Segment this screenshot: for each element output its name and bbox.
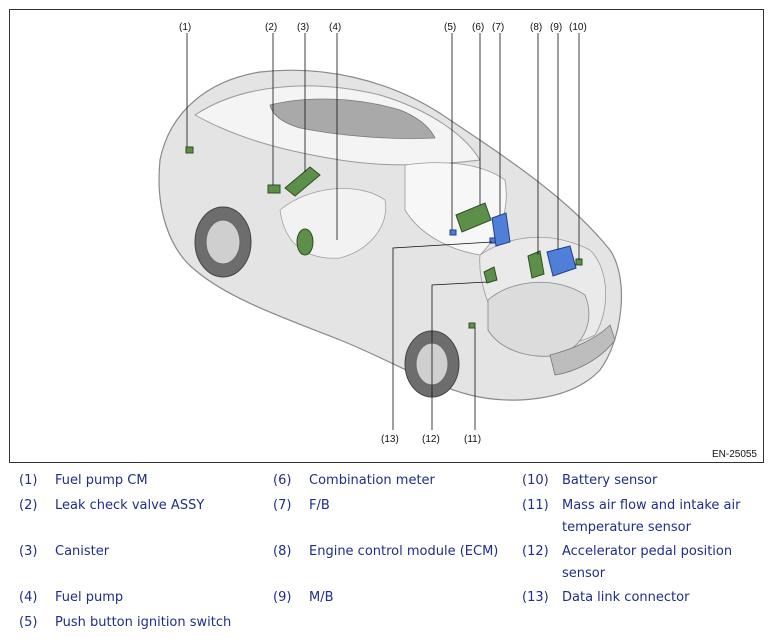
callout-11: (11) <box>464 434 481 445</box>
part-push-button-switch <box>449 229 457 236</box>
legend-label: Combination meter <box>309 473 435 488</box>
legend-num: (10) <box>522 473 549 488</box>
part-combination-meter <box>455 202 492 233</box>
legend-label: Battery sensor <box>562 473 658 488</box>
callout-2: (2) <box>265 22 277 33</box>
legend-label: Leak check valve ASSY <box>55 498 205 513</box>
callout-13: (13) <box>381 434 399 445</box>
legend-item-12: (12) Accelerator pedal position sensor <box>522 541 767 585</box>
legend-label: M/B <box>309 590 334 605</box>
legend-num: (11) <box>522 498 549 513</box>
car-sunroof <box>269 98 436 139</box>
legend-num: (8) <box>273 544 292 559</box>
legend-num: (7) <box>273 498 292 513</box>
legend-label: Accelerator pedal position sensor <box>562 544 733 581</box>
part-ecm <box>527 250 545 279</box>
legend-label: Push button ignition switch <box>55 615 232 630</box>
part-fuel-pump <box>296 228 314 256</box>
legend-label: Fuel pump CM <box>55 473 148 488</box>
part-maf-sensor <box>468 322 476 329</box>
part-fuel-pump-cm <box>185 146 194 154</box>
legend-label: Data link connector <box>562 590 690 605</box>
callout-5: (5) <box>444 22 456 33</box>
legend-label: Canister <box>55 544 110 559</box>
leader-lines <box>186 33 580 430</box>
callout-12: (12) <box>422 434 440 445</box>
legend-label: F/B <box>309 498 330 513</box>
legend-num: (1) <box>19 473 38 488</box>
legend-num: (12) <box>522 544 549 559</box>
callout-6: (6) <box>472 22 484 33</box>
part-leak-check-valve <box>267 184 281 194</box>
callout-7: (7) <box>492 22 504 33</box>
part-fb <box>491 212 511 247</box>
part-accelerator-sensor <box>483 266 498 284</box>
diagram-figure: (1) (2) (3) (4) (5) (6) (7) (8) (9) (10)… <box>9 9 764 463</box>
callout-10: (10) <box>569 22 587 33</box>
callout-9: (9) <box>550 22 562 33</box>
car-grille <box>549 324 616 376</box>
legend-num: (3) <box>19 544 38 559</box>
part-canister <box>284 166 321 197</box>
legend-label: Fuel pump <box>55 590 124 605</box>
legend-num: (5) <box>19 615 38 630</box>
legend: (1) Fuel pump CM (2) Leak check valve AS… <box>0 470 773 639</box>
car-illustration: (1) (2) (3) (4) (5) (6) (7) (8) (9) (10)… <box>158 22 623 445</box>
callout-3: (3) <box>297 22 309 33</box>
figure-code: EN-25055 <box>711 449 757 460</box>
legend-num: (6) <box>273 473 292 488</box>
rear-wheel <box>194 206 252 278</box>
legend-num: (4) <box>19 590 38 605</box>
legend-label: Mass air flow and intake air temperature… <box>562 498 741 535</box>
legend-item-11: (11) Mass air flow and intake air temper… <box>522 495 767 539</box>
callout-1: (1) <box>179 22 191 33</box>
part-data-link-connector <box>489 237 496 244</box>
legend-num: (2) <box>19 498 38 513</box>
legend-label: Engine control module (ECM) <box>309 544 499 559</box>
car-engine <box>487 281 590 357</box>
callout-4: (4) <box>329 22 341 33</box>
legend-num: (9) <box>273 590 292 605</box>
legend-num: (13) <box>522 590 549 605</box>
callout-8: (8) <box>530 22 542 33</box>
part-mb <box>546 245 577 277</box>
